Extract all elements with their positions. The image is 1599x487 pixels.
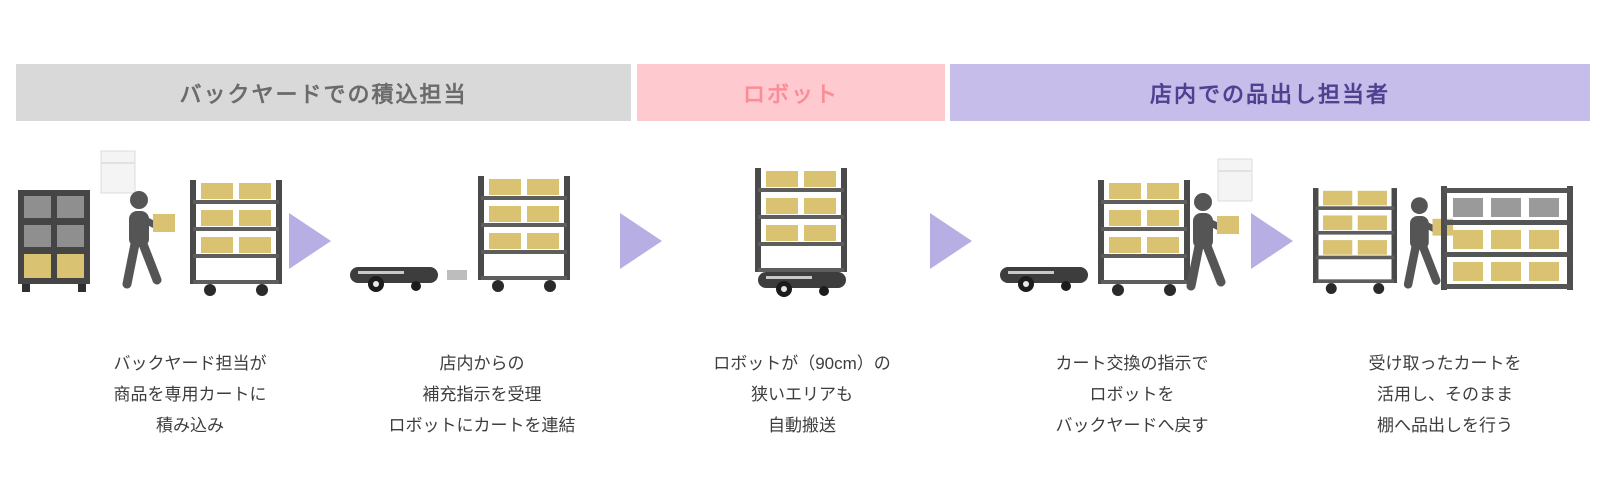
step-1-line-1: バックヤード担当が	[113, 354, 267, 373]
robot-icon	[1000, 267, 1088, 292]
cart-icon	[1313, 188, 1397, 294]
step-2-line-3: ロボットにカートを連結	[388, 416, 576, 435]
store-shelf-icon	[1441, 186, 1573, 290]
lane-robot: ロボット	[637, 64, 945, 121]
step-4-line-3: バックヤードへ戻す	[1055, 416, 1209, 435]
arrow-right-icon	[1251, 213, 1293, 269]
lane-robot-label: ロボット	[742, 81, 839, 107]
arrow-right-icon	[930, 213, 972, 269]
step-2-line-2: 補充指示を受理	[422, 385, 542, 404]
step-1-caption: バックヤード担当が 商品を専用カートに 積み込み	[20, 348, 360, 441]
step-4-line-1: カート交換の指示で	[1055, 354, 1209, 373]
lane-instore-stocker: 店内での品出し担当者	[950, 64, 1590, 121]
lane-backyard-loader-label: バックヤードでの積込担当	[179, 81, 468, 107]
step-4-line-2: ロボットを	[1089, 385, 1175, 404]
scene-robot-transport	[755, 168, 847, 297]
step-3-line-1: ロボットが（90cm）の	[713, 354, 891, 373]
arrow-right-icon	[620, 213, 662, 269]
cart-icon	[755, 168, 847, 284]
arrow-right-icon	[289, 213, 331, 269]
worker-icon	[127, 191, 175, 284]
box-icon	[100, 150, 136, 194]
scene-cart-swap	[1000, 158, 1253, 296]
cart-icon	[190, 180, 282, 296]
robot-icon	[350, 267, 438, 292]
box-icon	[1217, 158, 1253, 202]
step-1-line-2: 商品を専用カートに	[113, 385, 267, 404]
step-3-line-3: 自動搬送	[768, 416, 836, 435]
step-5-line-2: 活用し、そのまま	[1377, 385, 1513, 404]
lane-instore-stocker-label: 店内での品出し担当者	[1149, 81, 1390, 107]
step-1-line-3: 積み込み	[156, 416, 224, 435]
dock-icon	[447, 270, 467, 280]
step-3-line-2: 狭いエリアも	[751, 385, 853, 404]
step-5-caption: 受け取ったカートを 活用し、そのまま 棚へ品出しを行う	[1275, 348, 1599, 441]
cart-icon	[478, 176, 570, 292]
scene-shelf-stocking	[1313, 186, 1573, 294]
step-5-line-3: 棚へ品出しを行う	[1377, 416, 1513, 435]
scene-backyard-loading	[18, 150, 282, 296]
scene-robot-connect	[350, 176, 570, 292]
storage-rack-icon	[18, 190, 90, 292]
step-3-caption: ロボットが（90cm）の 狭いエリアも 自動搬送	[632, 348, 972, 441]
step-5-line-1: 受け取ったカートを	[1368, 354, 1522, 373]
cart-icon	[1098, 180, 1190, 296]
step-4-caption: カート交換の指示で ロボットを バックヤードへ戻す	[962, 348, 1302, 441]
lane-backyard-loader: バックヤードでの積込担当	[16, 64, 631, 121]
step-2-line-1: 店内からの	[439, 354, 525, 373]
step-2-caption: 店内からの 補充指示を受理 ロボットにカートを連結	[312, 348, 652, 441]
robot-icon	[758, 272, 846, 297]
worker-icon	[1191, 193, 1239, 286]
